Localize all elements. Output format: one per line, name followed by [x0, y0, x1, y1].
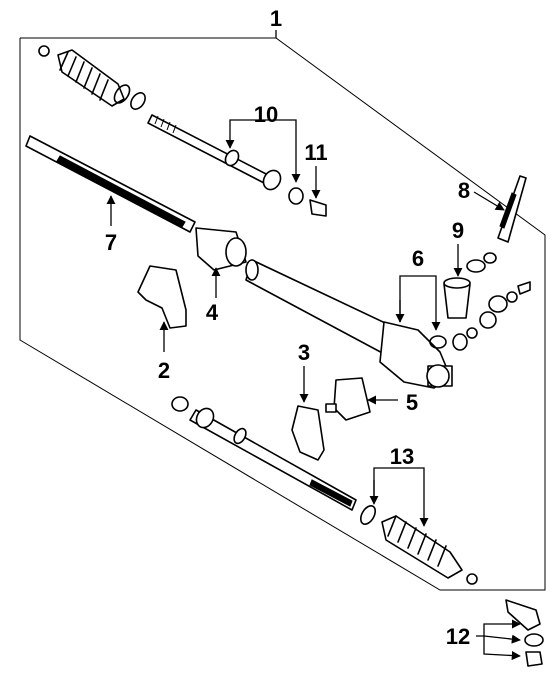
callout-3: 3: [298, 340, 310, 365]
callout-10: 10: [254, 102, 278, 127]
housing-bushing-left: [195, 227, 247, 271]
valve-seal-parts: [443, 175, 531, 339]
mount-bracket-right: [291, 405, 325, 461]
assembly-outline: [19, 30, 546, 591]
lower-boot: [359, 505, 478, 585]
callout-labels: 1 10 11 8 9 7 6 4 2 3 5 13 12: [105, 6, 470, 649]
callout-5: 5: [406, 390, 418, 415]
callout-8: 8: [458, 178, 470, 203]
lower-inner-tie-rod: [171, 396, 357, 511]
callout-2: 2: [158, 358, 170, 383]
callout-1: 1: [270, 6, 282, 31]
callout-12: 12: [446, 624, 470, 649]
leader-lines: [106, 119, 521, 661]
callout-6: 6: [412, 246, 424, 271]
upper-boot: [38, 45, 146, 110]
callout-11: 11: [304, 140, 327, 165]
rack-housing-tube: [245, 259, 401, 357]
callout-9: 9: [452, 218, 464, 243]
steering-rack-bar: [25, 135, 196, 233]
valve-housing: [379, 321, 468, 389]
callout-13: 13: [390, 444, 414, 469]
callout-4: 4: [206, 300, 219, 325]
outer-tie-rod-end: [505, 599, 544, 667]
mount-insulator: [325, 377, 371, 421]
mount-bracket-left: [137, 265, 187, 329]
upper-inner-tie-rod: [147, 114, 327, 217]
callout-7: 7: [105, 230, 117, 255]
